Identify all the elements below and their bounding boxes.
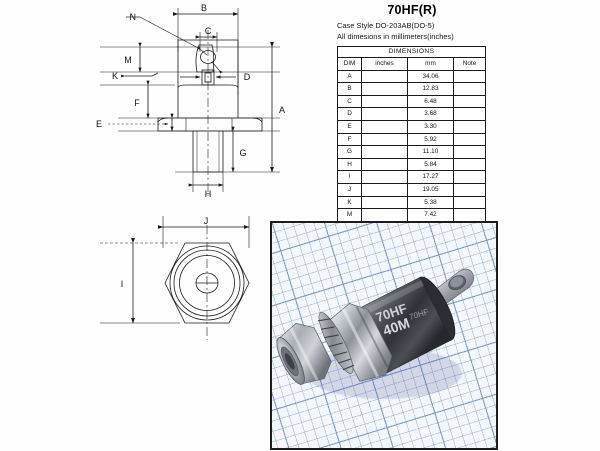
cell-mm: 3.68	[407, 107, 454, 121]
cell-dim: E	[337, 119, 362, 134]
cell-dim: C	[337, 94, 362, 109]
table-header-row: DIM inches mm Note	[337, 57, 487, 71]
table-row: H 5.84	[337, 157, 487, 172]
table-caption-row: DIMENSIONS	[336, 46, 487, 58]
cell-inches	[361, 157, 408, 172]
dimensions-table: DIMENSIONS DIM inches mm Note A 34.06 B …	[336, 46, 487, 235]
column-header-inches: inches	[361, 57, 408, 71]
cell-mm: 17.27	[407, 170, 454, 184]
cell-note	[452, 182, 487, 197]
cell-note	[452, 119, 487, 134]
cell-note	[452, 195, 487, 210]
cell-dim: M	[337, 208, 362, 222]
drawing-canvas: B C N	[96, 3, 285, 340]
cell-mm: 5.92	[407, 132, 454, 147]
column-header-note: Note	[452, 57, 487, 71]
cell-mm: 3.30	[407, 119, 454, 134]
cell-inches	[361, 182, 408, 197]
cell-inches	[361, 119, 408, 134]
cell-dim: G	[337, 145, 362, 159]
cell-note	[452, 208, 487, 222]
dim-label-K: K	[112, 71, 118, 81]
table-row: F 5.92	[337, 132, 487, 147]
cell-note	[452, 132, 487, 147]
cell-dim: K	[337, 195, 362, 210]
cell-mm: 12.83	[407, 82, 454, 96]
cell-inches	[361, 94, 408, 109]
dim-label-J: J	[204, 216, 209, 226]
cell-mm: 34.06	[407, 69, 454, 84]
dim-label-I: I	[121, 279, 124, 289]
table-row: D 3.68	[337, 107, 487, 121]
dim-label-B: B	[201, 3, 207, 13]
units-note-text: All dimesions in millimeters(inches)	[337, 32, 454, 41]
dim-label-G: G	[239, 148, 246, 158]
cell-dim: A	[337, 69, 362, 84]
dim-label-N: N	[130, 12, 137, 22]
cell-inches	[361, 132, 408, 147]
table-row: B 12.83	[337, 82, 487, 96]
cell-note	[452, 145, 487, 159]
dim-label-A: A	[279, 105, 285, 115]
cell-inches	[361, 145, 408, 159]
cell-dim: I	[337, 170, 362, 184]
cell-dim: H	[337, 157, 362, 172]
dim-label-H: H	[205, 189, 212, 199]
column-header-dim: DIM	[337, 57, 362, 71]
mechanical-drawings: B C N	[96, 3, 285, 340]
cell-inches	[361, 195, 408, 210]
cell-note	[452, 107, 487, 121]
title-block: 70HF(R) Case Style DO-203AB(DO-5) All di…	[337, 2, 487, 43]
cell-dim: F	[337, 132, 362, 147]
cell-inches	[361, 208, 408, 222]
case-style-text: Case Style DO-203AB(DO-5)	[337, 21, 435, 30]
cell-dim: D	[337, 107, 362, 121]
dim-label-E: E	[96, 119, 102, 129]
cell-note	[452, 69, 487, 84]
cell-note	[452, 82, 487, 96]
table-row: I 17.27	[337, 170, 487, 184]
cell-dim: J	[337, 182, 362, 197]
diode-device-image: 70HF 40M 70HF	[276, 268, 475, 399]
cell-mm: 5.84	[407, 157, 454, 172]
table-row: K 5.38	[337, 195, 487, 210]
table-row: A 34.06	[337, 69, 487, 84]
cell-dim: B	[337, 82, 362, 96]
dim-label-F: F	[134, 98, 140, 108]
part-number-title: 70HF(R)	[387, 3, 437, 17]
table-row: J 19.05	[337, 182, 487, 197]
table-body: A 34.06 B 12.83 C 6.48 D 3.68	[337, 69, 487, 235]
table-caption: DIMENSIONS	[336, 46, 487, 58]
cell-mm: 19.05	[407, 182, 454, 197]
cell-mm: 11.10	[407, 145, 454, 159]
cell-mm: 7.42	[407, 208, 454, 222]
cell-note	[452, 94, 487, 109]
column-header-mm: mm	[407, 57, 454, 71]
cell-mm: 5.38	[407, 195, 454, 210]
dim-label-M: M	[124, 55, 132, 65]
cell-inches	[361, 170, 408, 184]
table-row: E 3.30	[337, 119, 487, 134]
product-photo: 70HF 40M 70HF	[270, 221, 498, 450]
table-row: M 7.42	[337, 208, 487, 222]
table-row: G 11.10	[337, 145, 487, 159]
cell-note	[452, 170, 487, 184]
cell-inches	[361, 107, 408, 121]
cell-inches	[361, 69, 408, 84]
photo-inner: 70HF 40M 70HF	[272, 223, 496, 448]
cell-mm: 6.48	[407, 94, 454, 109]
dim-label-D: D	[244, 72, 251, 82]
cell-inches	[361, 82, 408, 96]
cell-note	[452, 157, 487, 172]
table-row: C 6.48	[337, 94, 487, 109]
